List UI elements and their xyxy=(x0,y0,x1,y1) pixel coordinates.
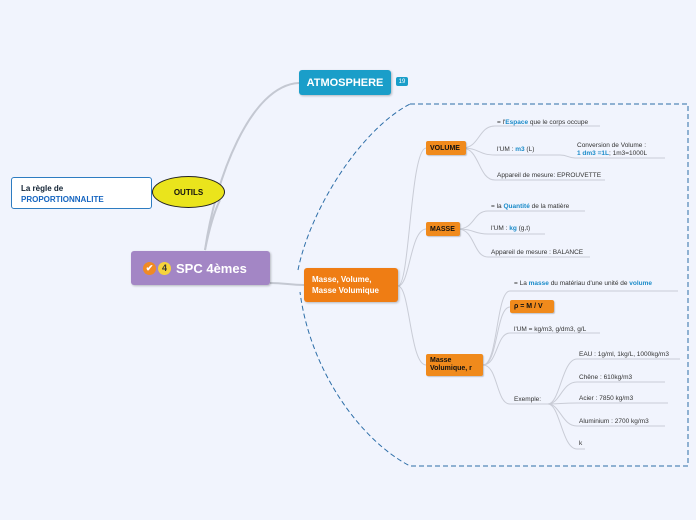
masse-volume-line2: Masse Volumique xyxy=(312,286,379,295)
regle-line2: PROPORTIONNALITE xyxy=(21,195,104,204)
volume-conversion[interactable]: Conversion de Volume : 1 dm3 =1L; 1m3=10… xyxy=(577,142,648,157)
masse-appareil[interactable]: Appareil de mesure : BALANCE xyxy=(491,249,584,256)
central-title: SPC 4èmes xyxy=(176,260,247,276)
volume-node[interactable]: VOLUME xyxy=(426,141,466,155)
example-item[interactable]: k xyxy=(579,440,583,447)
outils-label: OUTILS xyxy=(173,187,204,197)
masse-volumique-line2: Volumique, r xyxy=(430,365,472,372)
count-badge: 19 xyxy=(396,77,408,86)
masse-volumique-node[interactable]: Masse Volumique, r xyxy=(426,354,483,376)
formula-label: ρ = M / V xyxy=(514,303,543,310)
masse-label: MASSE xyxy=(430,225,455,233)
priority-badge: 4 xyxy=(158,261,171,275)
masse-volumique-unit[interactable]: l'UM = kg/m3, g/dm3, g/L xyxy=(514,326,587,333)
masse-volume-line1: Masse, Volume, xyxy=(312,275,372,284)
central-topic[interactable]: ✔ 4 SPC 4èmes xyxy=(131,251,270,285)
masse-definition[interactable]: = la Quantité de la matière xyxy=(491,203,570,210)
atmosphere-node[interactable]: ATMOSPHERE xyxy=(299,70,391,95)
volume-label: VOLUME xyxy=(430,144,460,152)
volume-appareil[interactable]: Appareil de mesure: EPROUVETTE xyxy=(497,172,602,179)
example-item[interactable]: Chêne : 610kg/m3 xyxy=(579,374,633,381)
masse-volume-node[interactable]: Masse, Volume, Masse Volumique xyxy=(304,268,398,302)
exemple-label[interactable]: Exemple: xyxy=(514,396,542,403)
volume-definition[interactable]: = l'Espace que le corps occupe xyxy=(497,119,589,126)
regle-node[interactable]: La règle de PROPORTIONNALITE xyxy=(11,177,152,209)
masse-volumique-definition[interactable]: = La masse du matériau d'une unité de vo… xyxy=(514,280,653,287)
check-icon: ✔ xyxy=(143,261,156,275)
masse-node[interactable]: MASSE xyxy=(426,222,460,236)
outils-node[interactable]: OUTILS xyxy=(152,176,225,208)
example-item[interactable]: Acier : 7850 kg/m3 xyxy=(579,395,634,402)
example-item[interactable]: EAU : 1g/ml, 1kg/L, 1000kg/m3 xyxy=(579,351,669,358)
atmosphere-label: ATMOSPHERE xyxy=(306,76,384,89)
volume-unit[interactable]: l'UM : m3 (L) xyxy=(497,146,535,153)
formula-node[interactable]: ρ = M / V xyxy=(510,300,554,313)
regle-line1: La règle de xyxy=(21,184,64,193)
masse-unit[interactable]: l'UM : kg (g,t) xyxy=(491,225,531,232)
example-item[interactable]: Aluminium : 2700 kg/m3 xyxy=(579,418,649,425)
masse-volumique-line1: Masse xyxy=(430,357,452,364)
